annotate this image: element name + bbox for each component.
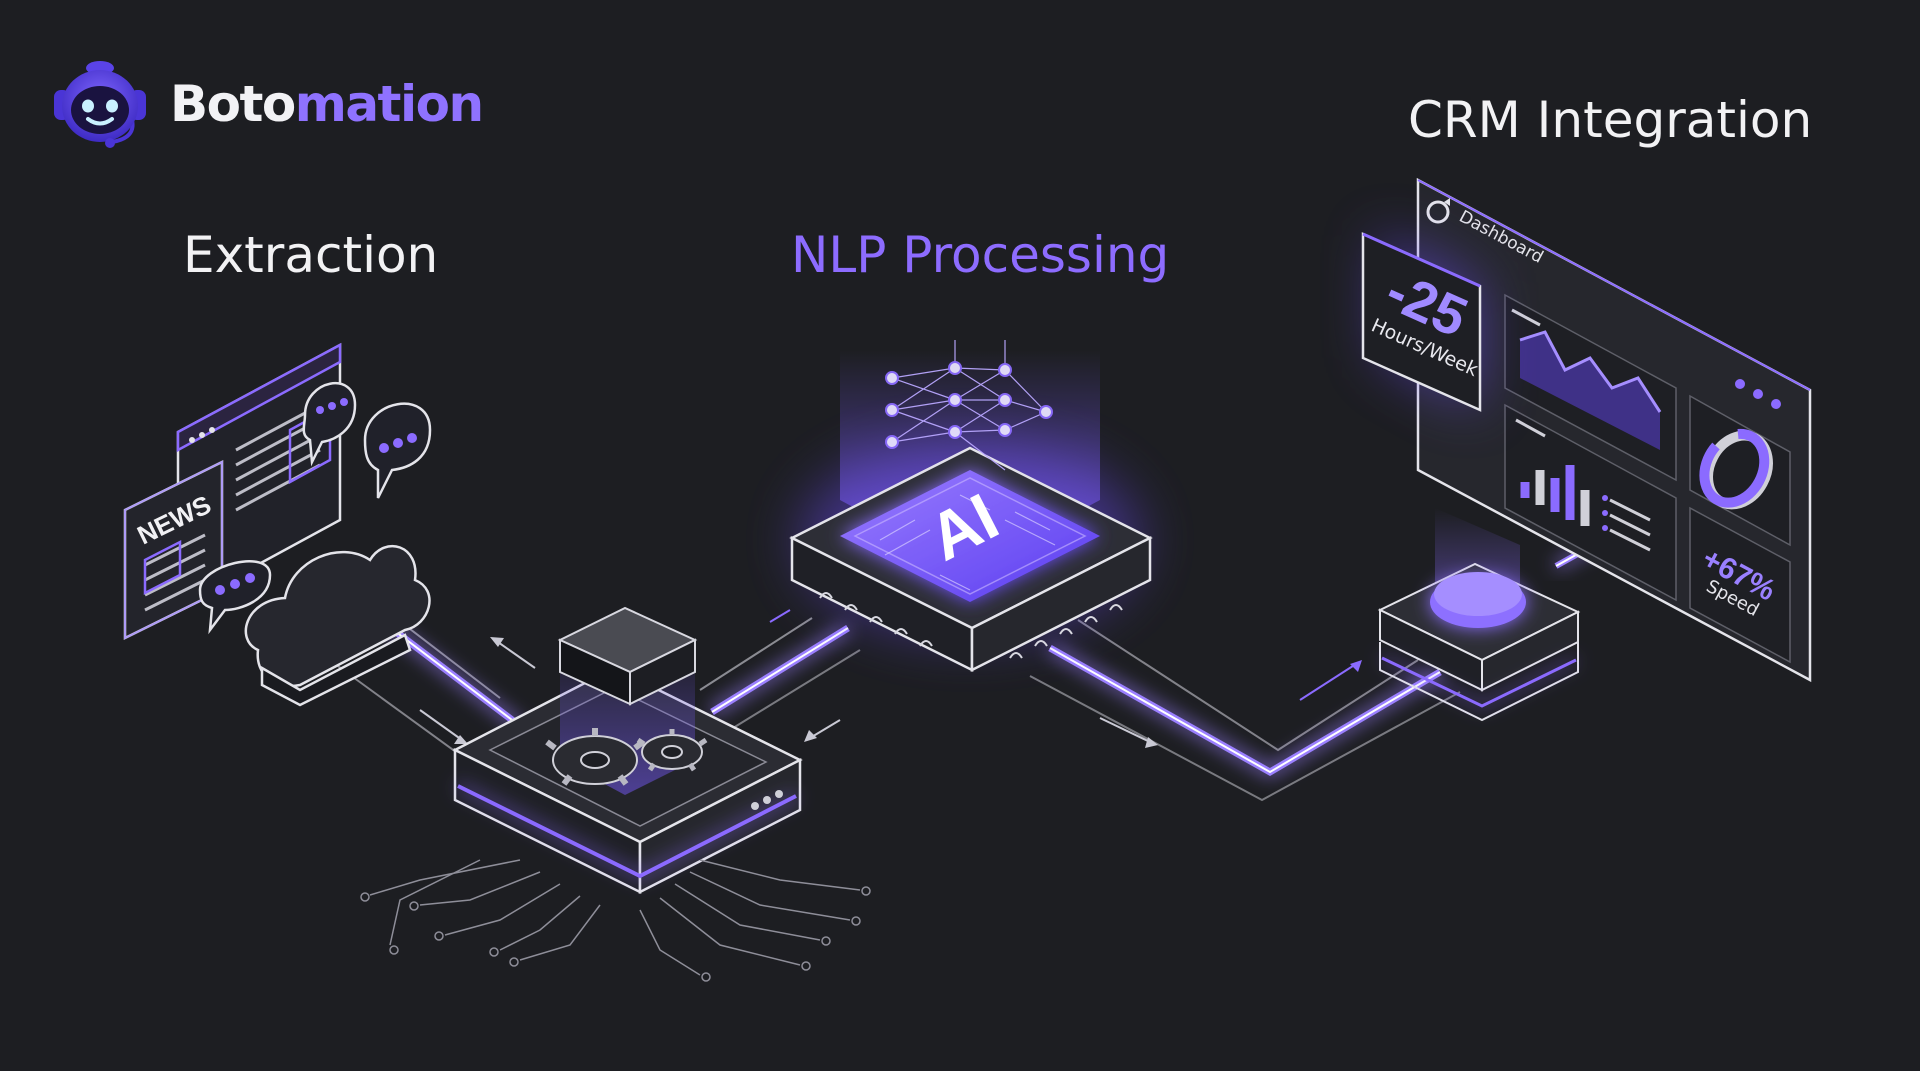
crm-stage-label: CRM Integration <box>1408 91 1813 149</box>
crm-platform <box>1377 508 1581 722</box>
gear-icon <box>545 728 645 786</box>
brand-name: Botomation <box>170 79 484 129</box>
chip-circuit-traces <box>879 494 1056 591</box>
refresh-icon <box>1426 198 1450 224</box>
brand-logo: Botomation <box>48 48 484 160</box>
hours-metric-card: -25 Hours/Week <box>1361 232 1482 412</box>
nlp-stage-label: NLP Processing <box>791 226 1170 284</box>
bar-chart-widget <box>1504 403 1677 602</box>
speed-metric-card: +67% Speed <box>1689 506 1791 664</box>
line-chart-widget <box>1504 293 1677 482</box>
track-ai-to-crm <box>1029 533 1612 802</box>
news-document-icon: NEWS <box>123 459 224 641</box>
chat-bubble-icon <box>302 382 357 467</box>
chip-pins <box>819 592 1123 659</box>
extraction-stage-label: Extraction <box>183 226 439 284</box>
cube-icon <box>557 606 698 706</box>
extraction-sources: NEWS <box>123 342 432 707</box>
robot-head-icon <box>54 61 146 148</box>
dashboard-panel: Dashboard <box>1361 177 1812 683</box>
chat-bubble-icon <box>363 402 432 499</box>
brand-name-part2: mation <box>294 75 484 133</box>
gear-processing-box <box>360 606 871 982</box>
window-dot <box>1753 389 1763 399</box>
donut-chart-widget <box>1689 394 1791 547</box>
track-gear-to-ai <box>699 609 861 742</box>
chat-bubble-icon <box>198 560 272 635</box>
circuit-traces <box>360 859 871 982</box>
cloud-icon <box>244 544 431 707</box>
gear-icon <box>636 729 708 772</box>
window-dot <box>1771 399 1781 409</box>
neural-network-icon <box>885 340 1053 471</box>
window-dot <box>1735 379 1745 389</box>
ai-chip: AI <box>789 340 1153 673</box>
brand-name-part1: Boto <box>170 75 296 133</box>
